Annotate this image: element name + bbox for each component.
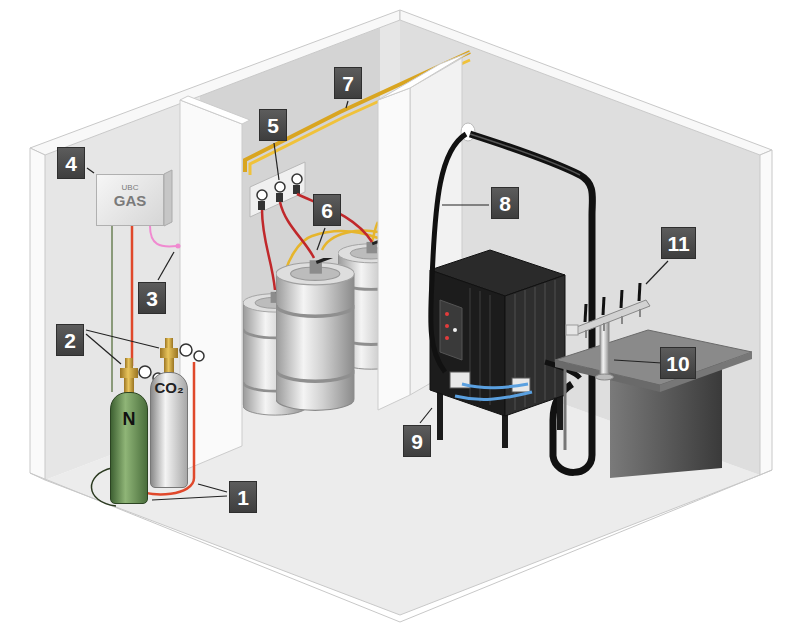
partition-walls — [180, 52, 475, 472]
beer-lines — [372, 222, 378, 242]
beer-font — [600, 318, 609, 376]
sensor-wires — [176, 244, 181, 249]
cooler-hose — [431, 134, 580, 378]
gas-lines — [262, 210, 275, 290]
gas-sensor-box: UBCGAS — [96, 174, 164, 226]
leader-lines — [274, 143, 279, 180]
nitrogen-cylinder: N — [110, 392, 148, 504]
cooler-unit — [430, 270, 505, 416]
sensor-wires — [91, 226, 194, 506]
gas-lines — [262, 194, 372, 290]
beer-font — [621, 290, 622, 308]
beer-font — [596, 374, 614, 380]
callout-number: 1 — [229, 481, 257, 513]
leader-lines — [442, 204, 489, 205]
room-walls — [30, 148, 45, 480]
cooler-unit — [440, 300, 462, 360]
gas-name: CO₂ — [154, 379, 183, 396]
cooler-unit — [445, 324, 449, 328]
sensor-wires — [131, 226, 134, 366]
cylinder-valves — [139, 366, 151, 378]
cylinder-valves — [160, 348, 178, 358]
cylinder-valves — [125, 358, 133, 368]
python-hose — [470, 134, 580, 175]
leader-lines — [646, 261, 668, 284]
brand-text: UBC — [122, 183, 139, 192]
beer-font — [639, 309, 641, 317]
room-walls — [45, 475, 760, 615]
room-walls — [760, 150, 772, 475]
leader-lines — [317, 228, 325, 250]
beer-font — [566, 325, 578, 335]
beer-font — [603, 297, 604, 315]
callout-number: 10 — [660, 347, 696, 379]
device-text: GAS — [114, 192, 147, 209]
cooler-unit — [455, 392, 532, 399]
gas-lines — [280, 202, 314, 258]
gas-panel — [276, 193, 283, 202]
gas-lines — [297, 194, 372, 242]
gas-box-side — [164, 170, 172, 226]
beer-font — [585, 330, 587, 338]
partition-walls — [378, 52, 470, 100]
beer-font — [621, 316, 623, 324]
leader-lines — [198, 484, 227, 492]
callout-number: 5 — [259, 109, 287, 141]
sensor-wires — [111, 226, 113, 392]
callout-number: 9 — [403, 425, 431, 457]
bar-table — [555, 330, 752, 385]
sensor-wires — [140, 362, 194, 494]
cooler-unit — [453, 328, 457, 332]
leader-lines — [614, 360, 662, 363]
co2-cylinder: CO₂ — [150, 372, 188, 488]
cooler-unit — [462, 384, 528, 388]
cooler-unit — [445, 336, 449, 340]
room-walls — [30, 10, 772, 622]
beer-font — [585, 304, 586, 322]
partition-walls — [180, 100, 242, 472]
partition-walls — [378, 88, 410, 410]
kegs — [276, 256, 354, 411]
cooler-unit — [445, 312, 449, 316]
leader-lines — [158, 252, 174, 280]
bar-table — [564, 368, 567, 450]
callout-number: 8 — [491, 187, 519, 219]
cylinder-valves — [180, 344, 192, 356]
sensor-wires — [150, 226, 177, 247]
callout-number: 11 — [661, 227, 696, 259]
callout-number: 4 — [57, 147, 85, 179]
leader-lines — [152, 496, 227, 500]
gas-panel — [293, 185, 300, 194]
leader-lines — [86, 334, 121, 364]
leader-lines — [87, 168, 94, 173]
beer-font — [603, 323, 605, 331]
callout-number: 7 — [334, 67, 362, 99]
beer-font — [574, 300, 650, 334]
gas-panel — [258, 201, 265, 210]
cylinder-valves — [120, 368, 138, 378]
leader-lines — [86, 330, 159, 348]
bar-table — [555, 330, 752, 478]
cooler-hose — [431, 134, 466, 372]
cooler-unit — [430, 250, 565, 448]
beer-font — [566, 283, 650, 380]
callout-number: 6 — [313, 194, 341, 226]
leader-lines — [420, 408, 432, 423]
gas-box-side — [164, 170, 172, 226]
gas-panel — [257, 190, 267, 200]
cylinder-valves — [194, 351, 204, 361]
callout-number: 3 — [138, 282, 166, 314]
gas-name: N — [123, 409, 136, 430]
cylinder-valves — [165, 338, 173, 348]
beer-font — [639, 283, 640, 301]
partition-walls — [180, 96, 250, 124]
gas-panel — [275, 182, 285, 192]
callout-number: 2 — [56, 324, 84, 356]
leader-lines — [346, 101, 348, 108]
leader-lines — [86, 101, 668, 500]
gas-panel — [292, 174, 302, 184]
